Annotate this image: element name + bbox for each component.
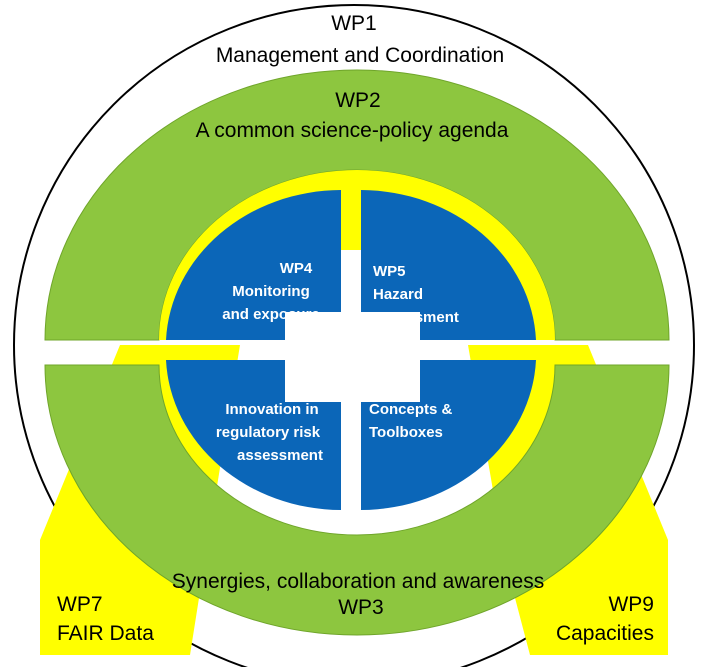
wp5-quadrant xyxy=(361,190,536,340)
wp8-line1: Concepts & xyxy=(369,401,453,418)
wp7-id: WP7 xyxy=(57,593,103,616)
wp5-line2: assessment xyxy=(373,309,459,326)
wp4-line2: and exposure xyxy=(222,306,320,323)
wp6-id: WP6 xyxy=(294,378,327,395)
wp6-quadrant xyxy=(166,360,341,510)
wp9-title: Capacities xyxy=(556,622,654,645)
wp4-quadrant xyxy=(166,190,341,340)
wp3-green-arc xyxy=(44,364,670,636)
wp5-id: WP5 xyxy=(373,263,406,280)
wp5-line1: Hazard xyxy=(373,286,423,303)
wp3-id: WP3 xyxy=(338,596,384,619)
wp3-title: Synergies, collaboration and awareness xyxy=(172,570,544,593)
wp9-id: WP9 xyxy=(608,593,654,616)
wp6-line1: Innovation in xyxy=(225,401,318,418)
wp8-id: WP8 xyxy=(369,378,402,395)
wp8-quadrant xyxy=(361,360,536,510)
wp6-line3: assessment xyxy=(237,447,323,464)
wp1-title: Management and Coordination xyxy=(216,44,504,67)
wp7-title: FAIR Data xyxy=(57,622,154,645)
wp2-id: WP2 xyxy=(335,89,381,112)
wp4-line1: Monitoring xyxy=(232,283,309,300)
wp6-line2: regulatory risk xyxy=(216,424,321,441)
wp1-id: WP1 xyxy=(331,12,377,35)
core-gap-yellow xyxy=(341,190,361,250)
wp4-id: WP4 xyxy=(280,260,313,277)
blue-core xyxy=(166,190,536,510)
wp2-title: A common science-policy agenda xyxy=(196,119,509,142)
wp8-line2: Toolboxes xyxy=(369,424,443,441)
